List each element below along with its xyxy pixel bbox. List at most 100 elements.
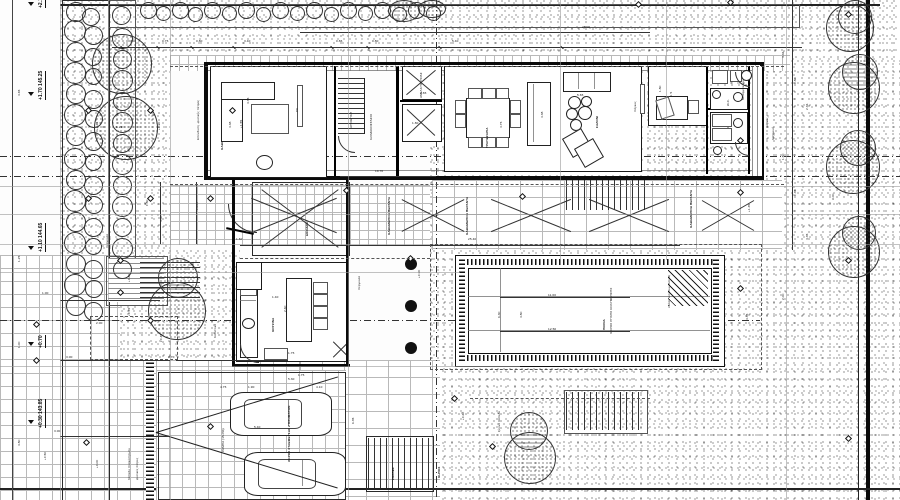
house-wall-east xyxy=(760,62,764,180)
dim-park-475: 4.75 xyxy=(220,385,227,389)
right-dim-135: 1.35 xyxy=(793,189,797,196)
veranda-x-3 xyxy=(488,196,574,234)
annotation-paving-stone: δάπεδο πλακόστρωτο xyxy=(127,448,131,480)
elevator-cross xyxy=(402,104,440,140)
stair-stringer xyxy=(364,78,365,134)
room-label-storage: ΑΠΟΘΗΚΗ xyxy=(349,111,353,128)
furniture-round-side xyxy=(256,155,273,170)
annotation-tv-east: πάγκος xyxy=(633,101,637,112)
pool-divider-1 xyxy=(500,268,501,352)
room-label-ramp: ΡΑΜΠΑ (15.0%) xyxy=(221,428,225,452)
veranda-x-1 xyxy=(248,196,340,234)
right-dim-436: 4.36 xyxy=(781,51,785,58)
room-label-dining: ΤΡΑΠΕΖΑΡΙΑ xyxy=(485,127,489,148)
terrace-steps-east-outline xyxy=(564,390,648,434)
dim-lounge-565: 5.65 xyxy=(577,93,584,97)
annotation-natural-stone: φυσικές πέτρες xyxy=(135,457,139,480)
pool-divider-2 xyxy=(468,296,710,297)
elev-datum-5: 143.85 xyxy=(38,398,44,414)
room-label-veranda-c: ΚΑΘΗΜΕΡΙΝΗ ΒΕΡΑΝΤΑ xyxy=(689,189,693,228)
deck-east-strip xyxy=(752,66,762,176)
service-wall-south xyxy=(232,364,350,367)
tree-east-2b xyxy=(842,54,878,90)
shrub-clump-2 xyxy=(94,96,158,160)
spot-level-text-10: +0.90 xyxy=(417,269,421,278)
furniture-stool-1 xyxy=(313,282,328,294)
stair-treads-main xyxy=(338,78,364,134)
top-dim-075: 0.75 xyxy=(162,39,169,43)
right-dim-150: 1.50 xyxy=(781,153,785,160)
top-dim-line-overall xyxy=(300,32,650,33)
right-dim-080: 0.80 xyxy=(793,77,797,84)
dim-i-260: 1.75 xyxy=(298,373,305,377)
annotation-tank: δεξαμενή xyxy=(771,126,775,140)
annotation-wood-cladding: ξύλινο δάπεδο xyxy=(497,410,501,432)
dim-living-475: 4.75 xyxy=(246,97,250,104)
shrub-clump-1 xyxy=(92,34,152,94)
dim-i-265: 2.65 xyxy=(420,91,427,95)
furniture-stool-4 xyxy=(313,318,328,330)
dim-pool-1100: 11.00 xyxy=(548,293,557,297)
elevation-marker-5 xyxy=(28,420,34,424)
spot-level-text-2: +1.90 xyxy=(157,121,161,130)
top-dim-340b: 3.40 xyxy=(244,39,251,43)
spot-level-text-4: +0.80 xyxy=(127,273,131,282)
car-2-pillar xyxy=(302,460,303,486)
house-wall-north xyxy=(204,62,764,65)
dim-i-200: 2.00 xyxy=(96,321,103,325)
elev-value-1: +2.10 xyxy=(38,0,44,8)
interior-dim-line-6 xyxy=(160,182,161,244)
stair-core-wall-e xyxy=(396,66,399,176)
furniture-chair-e2 xyxy=(510,114,521,128)
furniture-sofa-l-b xyxy=(221,82,275,100)
dim-park-530: 5.30 xyxy=(288,377,295,381)
south-dim-line xyxy=(240,245,680,246)
dim-living-456: 4.38 xyxy=(228,121,232,128)
dim-kitchen-140: 1.40 xyxy=(272,295,279,299)
spot-level-text-9: +0.50 xyxy=(43,451,47,460)
annotation-seating: Επένδυση -φυσικής πέτρας xyxy=(196,99,200,140)
furniture-chair-w2 xyxy=(455,114,466,128)
left-dim-480: 4.80 xyxy=(17,439,21,446)
wc-wall-east xyxy=(748,66,750,174)
dim-ramp-540: 5.40 xyxy=(254,425,261,429)
fixture-wc-pan xyxy=(733,92,743,102)
furniture-chair-s2 xyxy=(482,137,496,148)
furniture-counter-bbq xyxy=(712,70,728,84)
shrub-south-2 xyxy=(510,412,548,450)
mid-dim-line xyxy=(340,176,436,177)
elev-value-2: +1.70 xyxy=(38,87,44,100)
setback-dash-box xyxy=(430,244,762,370)
dim-i-160: 1.60 xyxy=(236,237,243,241)
left-dim-125: 1.25 xyxy=(17,255,21,262)
pool-coping-top xyxy=(459,259,719,265)
pool-divider-3 xyxy=(468,330,710,331)
pool-coping-bottom xyxy=(459,355,719,361)
house-wall-west xyxy=(204,62,208,180)
spot-level-text-7: +0.35 xyxy=(191,261,195,270)
setback-dash-2 xyxy=(170,184,784,185)
furniture-coffee-table xyxy=(251,104,289,134)
right-dim-236: 2.36 xyxy=(805,103,809,110)
elevation-marker-1 xyxy=(28,2,34,6)
fixture-tub xyxy=(712,114,732,127)
dim-i-370: 3.70 xyxy=(168,355,175,359)
interior-dim-line-3 xyxy=(60,436,170,437)
grid-v-2 xyxy=(348,0,349,500)
fixture-kitchen-sink xyxy=(242,318,255,329)
elev-value-3: +1.10 xyxy=(38,239,44,252)
kitchen-run-div xyxy=(240,300,256,301)
car-2-cabin xyxy=(258,459,316,489)
door-swing-stair[interactable] xyxy=(338,136,355,153)
setback-dash-4 xyxy=(470,398,650,399)
grid-v-3 xyxy=(560,0,561,260)
furniture-long-sofa xyxy=(527,82,551,146)
pool-entry-steps xyxy=(668,270,708,306)
grid-v-5 xyxy=(786,0,787,500)
grid-h-1 xyxy=(0,186,900,187)
shrub-top-1 xyxy=(388,0,420,22)
room-pantry xyxy=(236,262,262,290)
furniture-chair-n1 xyxy=(468,88,482,99)
elev-datum-2: 145.25 xyxy=(38,70,44,86)
left-elevation-rail xyxy=(12,0,13,500)
